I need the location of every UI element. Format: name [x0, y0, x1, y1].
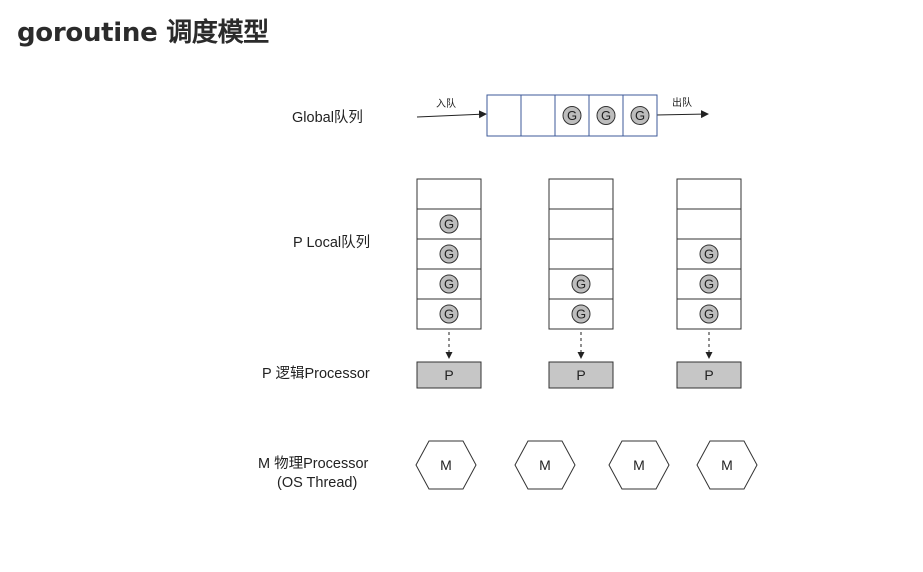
dequeue-arrow — [655, 110, 709, 119]
goroutine-circle — [630, 106, 650, 125]
local-queue: GGG — [676, 178, 742, 359]
local-queue: GG — [548, 178, 614, 359]
processor-box: P — [548, 361, 614, 389]
goroutine-token: G — [699, 244, 719, 264]
machine-shape — [514, 440, 576, 490]
goroutine-circle — [439, 244, 459, 264]
machine-shape — [696, 440, 758, 490]
goroutine-circle — [439, 274, 459, 294]
goroutine-letter: G — [704, 247, 714, 262]
local-queue-slot — [548, 178, 614, 210]
goroutine-letter: G — [704, 277, 714, 292]
goroutine-token: G — [630, 106, 650, 125]
goroutine-token: G — [439, 214, 459, 234]
local-queue-slot — [548, 238, 614, 270]
goroutine-token: G — [439, 244, 459, 264]
global-queue-slot — [622, 94, 658, 137]
global-queue-label: Global队列 — [292, 109, 363, 126]
goroutine-letter: G — [567, 108, 577, 123]
machine-hexagon: M — [608, 440, 670, 490]
machine-sublabel: (OS Thread) — [277, 475, 357, 491]
goroutine-token: G — [699, 304, 719, 324]
goroutine-letter: G — [635, 108, 645, 123]
processor-rect — [548, 361, 614, 389]
global-queue-slot — [486, 94, 522, 137]
dequeue-label: 出队 — [672, 96, 692, 109]
processor-letter: P — [576, 367, 585, 383]
processor-letter: P — [704, 367, 713, 383]
enqueue-arrow — [416, 110, 487, 119]
goroutine-circle — [439, 214, 459, 234]
goroutine-token: G — [439, 274, 459, 294]
goroutine-circle — [571, 304, 591, 324]
goroutine-letter: G — [576, 307, 586, 322]
local-queue-slot — [548, 208, 614, 240]
processor-rect — [676, 361, 742, 389]
global-queue-slot — [520, 94, 556, 137]
goroutine-circle — [699, 274, 719, 294]
goroutine-letter: G — [444, 307, 454, 322]
goroutine-token: G — [439, 304, 459, 324]
machine-label: M 物理Processor — [258, 455, 369, 472]
local-queue-slot — [676, 208, 742, 240]
goroutine-token: G — [571, 304, 591, 324]
processor-rect — [416, 361, 482, 389]
machine-shape — [415, 440, 477, 490]
goroutine-circle — [699, 304, 719, 324]
machine-hexagon: M — [696, 440, 758, 490]
goroutine-letter: G — [444, 217, 454, 232]
local-queue-label: P Local队列 — [293, 234, 370, 251]
goroutine-letter: G — [444, 277, 454, 292]
enqueue-label: 入队 — [436, 97, 456, 110]
goroutine-token: G — [596, 106, 616, 125]
goroutine-circle — [596, 106, 616, 125]
local-queue-slot — [676, 178, 742, 210]
goroutine-letter: G — [576, 277, 586, 292]
goroutine-letter: G — [601, 108, 611, 123]
processor-label: P 逻辑Processor — [262, 365, 370, 382]
goroutine-circle — [439, 304, 459, 324]
machine-letter: M — [539, 457, 551, 473]
processor-box: P — [416, 361, 482, 389]
goroutine-letter: G — [704, 307, 714, 322]
goroutine-token: G — [562, 106, 582, 125]
machine-hexagon: M — [514, 440, 576, 490]
machine-hexagon: M — [415, 440, 477, 490]
page-title: goroutine 调度模型 — [17, 18, 270, 48]
goroutine-letter: G — [444, 247, 454, 262]
processor-box: P — [676, 361, 742, 389]
goroutine-circle — [562, 106, 582, 125]
goroutine-token: G — [699, 274, 719, 294]
machine-letter: M — [440, 457, 452, 473]
machine-letter: M — [633, 457, 645, 473]
goroutine-token: G — [571, 274, 591, 294]
machine-shape — [608, 440, 670, 490]
goroutine-circle — [699, 244, 719, 264]
processor-letter: P — [444, 367, 453, 383]
goroutine-circle — [571, 274, 591, 294]
local-queue-slot — [416, 178, 482, 210]
machine-letter: M — [721, 457, 733, 473]
